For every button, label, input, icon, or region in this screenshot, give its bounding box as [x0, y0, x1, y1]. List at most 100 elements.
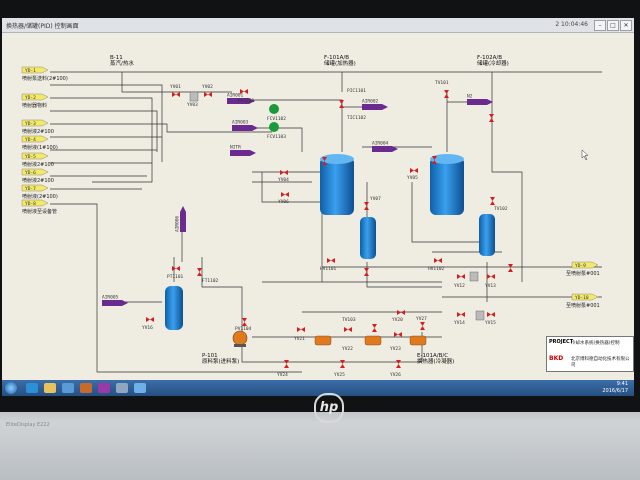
utility-arrow-a7[interactable]: AIR005	[102, 295, 128, 307]
start-button[interactable]	[5, 382, 17, 394]
svg-text:YD-2: YD-2	[25, 95, 36, 101]
window-meta: 2 10:04:46	[555, 21, 588, 28]
media-icon[interactable]	[80, 383, 92, 393]
window-title: 换热器/储罐(PID) 控制画面	[6, 23, 79, 30]
input-tag[interactable]: YD-7 喷射液(2#100)	[21, 184, 58, 200]
valve-tag: YV24	[277, 372, 288, 378]
output-tag[interactable]: YD-9 至喷射泵#001	[566, 261, 600, 277]
valve[interactable]	[394, 332, 402, 337]
filter-yv02[interactable]	[189, 91, 199, 102]
valve[interactable]	[364, 202, 369, 210]
valve-tag: PT1101	[167, 274, 184, 280]
minimize-button[interactable]: –	[594, 20, 606, 31]
chart-app-icon[interactable]	[98, 383, 110, 393]
utility-arrow-a1[interactable]: AIR001	[227, 93, 255, 105]
exchanger-e101c[interactable]	[409, 335, 427, 346]
svg-text:AIR003: AIR003	[232, 120, 249, 126]
valve[interactable]	[284, 360, 289, 368]
folder-icon[interactable]	[44, 383, 56, 393]
valve-tag: YV21	[294, 336, 305, 342]
pump-p101[interactable]	[232, 330, 248, 347]
valve-tag: PIC1101	[347, 88, 366, 94]
drum-v103[interactable]	[165, 286, 183, 330]
valve[interactable]	[489, 114, 494, 122]
utility-arrow-a6[interactable]: AIR004	[372, 141, 398, 153]
valve-tag: YV12	[454, 283, 465, 289]
valve[interactable]	[508, 264, 513, 272]
valve[interactable]	[457, 312, 465, 317]
valve[interactable]	[420, 322, 425, 330]
valve[interactable]	[457, 274, 465, 279]
utility-arrow-a2[interactable]: AIR002	[362, 99, 388, 111]
valve[interactable]	[327, 258, 335, 263]
valve[interactable]	[339, 100, 344, 108]
input-tag[interactable]: YD-2 喷射器物料	[21, 93, 49, 109]
valve[interactable]	[344, 327, 352, 332]
search-app-icon[interactable]	[116, 383, 128, 393]
tank-f101[interactable]	[320, 154, 354, 215]
hmi-app-icon[interactable]	[134, 383, 146, 393]
input-tag[interactable]: YD-8 喷射液至设备管	[21, 199, 57, 215]
utility-arrow-a3[interactable]: N2	[467, 94, 493, 106]
filter-yv20[interactable]	[475, 310, 485, 321]
taskbar-clock[interactable]: 9:41 2016/6/17	[602, 381, 628, 395]
input-tag[interactable]: YD-6 喷射液2#100	[21, 168, 54, 184]
valve[interactable]	[410, 168, 418, 173]
svg-text:喷射液2#100: 喷射液2#100	[22, 177, 54, 184]
valve[interactable]	[444, 90, 449, 98]
tank-f102[interactable]	[430, 154, 464, 215]
valve[interactable]	[396, 360, 401, 368]
valve[interactable]	[487, 312, 495, 317]
valve-tag: HV1101	[320, 266, 337, 272]
valve[interactable]	[172, 92, 180, 97]
valve-tag: FCV1102	[267, 116, 286, 122]
valve[interactable]	[197, 268, 202, 276]
input-tag[interactable]: YD-3 喷射液2#100	[21, 119, 54, 135]
input-tag[interactable]: YD-1 喷射泵送料(2#100)	[21, 66, 68, 82]
valve[interactable]	[340, 360, 345, 368]
valve[interactable]	[242, 318, 247, 326]
input-tag[interactable]: YD-4 喷射液(1#100)	[21, 135, 58, 151]
ie-icon[interactable]	[26, 383, 38, 393]
valve-tag: YV27	[416, 316, 427, 322]
valve[interactable]	[280, 170, 288, 175]
valve[interactable]	[204, 92, 212, 97]
valve[interactable]	[281, 192, 289, 197]
valve[interactable]	[434, 258, 442, 263]
valve[interactable]	[240, 89, 248, 94]
valve[interactable]	[172, 266, 180, 271]
right-output-tags: YD-9 至喷射泵#001 YD-10 至喷射泵#001	[566, 261, 600, 309]
valve[interactable]	[322, 157, 327, 165]
app-icon[interactable]	[62, 383, 74, 393]
valve[interactable]	[487, 274, 495, 279]
valve-tag: YV01	[170, 84, 181, 90]
valve[interactable]	[146, 317, 154, 322]
drum-v102[interactable]	[479, 214, 495, 256]
valve[interactable]	[397, 310, 405, 315]
close-button[interactable]: ✕	[620, 20, 632, 31]
utility-arrow-a4[interactable]: NITR	[230, 145, 256, 157]
svg-text:YD-9: YD-9	[575, 263, 586, 269]
valve[interactable]	[490, 197, 495, 205]
valve[interactable]	[432, 156, 437, 164]
filter-yv14[interactable]	[469, 271, 479, 282]
controller-fcv1102[interactable]	[269, 104, 279, 114]
input-tag[interactable]: YD-5 喷射液2#100	[21, 152, 54, 168]
utility-arrow-a8[interactable]: AIR006	[175, 206, 187, 232]
output-tag[interactable]: YD-10 至喷射泵#001	[566, 293, 600, 309]
maximize-button[interactable]: □	[607, 20, 619, 31]
left-input-tags: YD-1 喷射泵送料(2#100) YD-2 喷射器物料 YD-3 喷射液2#1…	[21, 66, 68, 215]
valve[interactable]	[372, 324, 377, 332]
exchanger-e101a[interactable]	[314, 335, 332, 346]
utility-arrow-a5[interactable]: AIR003	[232, 120, 258, 132]
valve[interactable]	[297, 327, 305, 332]
exchanger-e101b[interactable]	[364, 335, 382, 346]
valve[interactable]	[364, 268, 369, 276]
valves	[146, 89, 513, 368]
controller-fcv1103[interactable]	[269, 122, 279, 132]
drum-v101[interactable]	[360, 217, 376, 259]
